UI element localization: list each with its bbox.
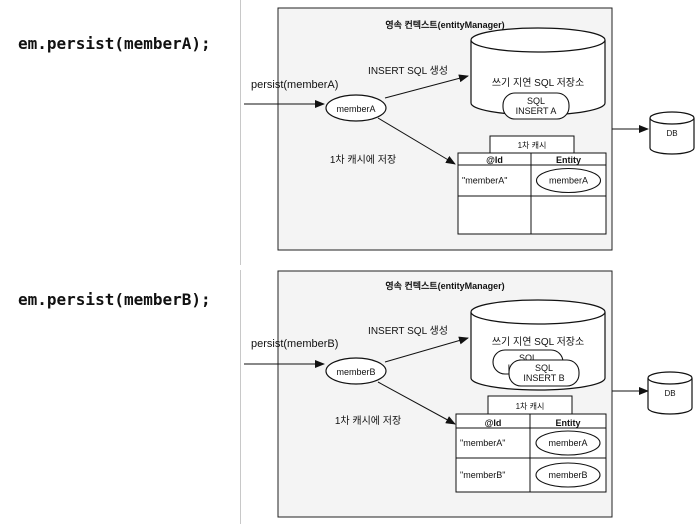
panel1-cache-header-id: @Id [486, 155, 503, 165]
panel2-insert-arrow [384, 336, 469, 363]
panel1-entity-ellipse [325, 94, 387, 122]
panel2-cache-row-1-entity-ellipse [535, 430, 601, 456]
panel1-cache-row-1-id: "memberA" [462, 176, 507, 186]
panel1-sql-item-1 [502, 92, 570, 120]
panel2-cache-title: 1차 캐시 [516, 402, 545, 411]
panel1-insert-label: INSERT SQL 생성 [368, 65, 448, 77]
panel2-cache-header-entity: Entity [555, 418, 580, 428]
panel2-sql-item-2 [508, 359, 580, 387]
panel2-sql-item-2-line1: SQL [535, 363, 553, 373]
panel1-sql-item-1-line1: SQL [527, 96, 545, 106]
panel2-sql-item-2-line2: INSERT B [523, 373, 564, 383]
code-line-persist-memberA: em.persist(memberA); [18, 34, 211, 53]
panel1-cache-arrow [377, 117, 456, 165]
code-line-persist-memberB: em.persist(memberB); [18, 290, 211, 309]
panel1-cache-table [457, 152, 607, 235]
panel2-cache-row-2-entity-ellipse [535, 462, 601, 488]
panel1-cache-title: 1차 캐시 [518, 141, 547, 150]
panel2-cache-header-id: @Id [485, 418, 502, 428]
panel1-db-label: DB [666, 129, 677, 138]
panel2-box-title: 영속 컨텍스트(entityManager) [385, 280, 504, 291]
divider-top [240, 0, 241, 265]
panel2-cache-row-1-id: "memberA" [460, 438, 505, 448]
panel2-entity-ellipse [325, 357, 387, 385]
panel2-cache-arrow [377, 381, 456, 425]
panel1-box-title: 영속 컨텍스트(entityManager) [385, 19, 504, 30]
panel2-cache-row-2-id: "memberB" [460, 470, 505, 480]
panel2-db-label: DB [664, 389, 675, 398]
panel2-insert-label: INSERT SQL 생성 [368, 325, 448, 337]
panel1-persist-label: persist(memberA) [251, 79, 338, 91]
divider-bottom [240, 270, 241, 524]
panel1-cache-header-entity: Entity [556, 155, 581, 165]
panel2-cache-row-2-entity: memberB [548, 470, 587, 480]
panel2-db-cylinder [647, 371, 693, 415]
panel2-sql-store-title: 쓰기 지연 SQL 저장소 [492, 336, 584, 348]
panel1-entity-label: memberA [336, 104, 375, 114]
panel2-entity-label: memberB [336, 367, 375, 377]
panel2-persist-label: persist(memberB) [251, 338, 338, 350]
panel2-sql-item-1-line1: SQL [519, 353, 537, 363]
panel1-insert-arrow [384, 74, 469, 99]
panel1-cache-store-label: 1차 캐시에 저장 [330, 154, 396, 166]
panel1-cache-row-1-entity-ellipse [535, 167, 602, 194]
panel2-cache-row-1-entity: memberA [548, 438, 587, 448]
panel1-sql-item-1-line2: INSERT A [516, 106, 557, 116]
panel1-sql-store-cylinder [470, 27, 606, 116]
panel1-sql-store-title: 쓰기 지연 SQL 저장소 [492, 77, 584, 89]
panel2-cache-store-label: 1차 캐시에 저장 [335, 415, 401, 427]
panel1-cache-row-1-entity: memberA [549, 176, 588, 186]
panel1-db-cylinder [649, 111, 695, 155]
